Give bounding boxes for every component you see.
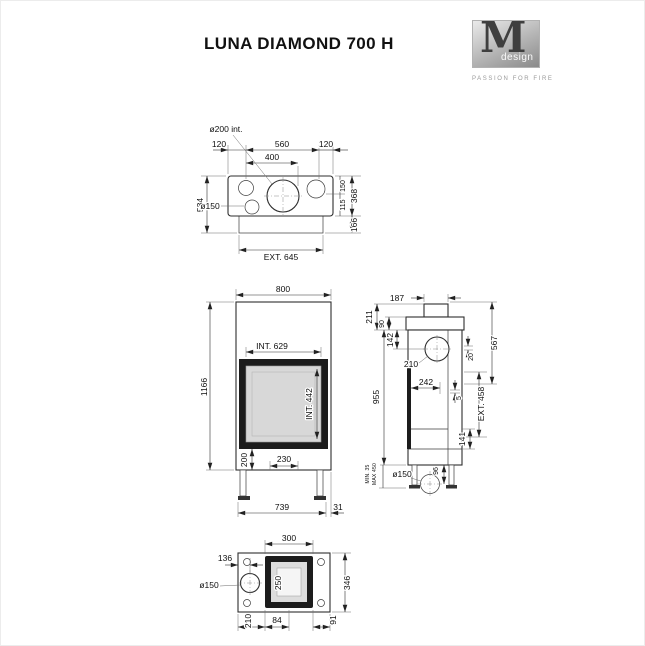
bottom-view: 300 136 ø150 250 346 210 84 91 [198, 532, 353, 631]
top-view: ø200 int. 120 560 120 400 534 ø150 150 1… [194, 123, 361, 263]
dim-346: 346 [342, 576, 352, 590]
front-view-labels: 800 1166 INT. 629 INT. 442 200 230 739 3… [198, 283, 344, 513]
top-view-outline [227, 175, 334, 234]
dim-int-629: INT. 629 [256, 341, 288, 351]
dim-flue-210: 210 [404, 359, 418, 369]
dim-534: 534 [195, 198, 205, 212]
top-view-dimension-lines [201, 134, 361, 254]
front-leg-right [316, 469, 324, 497]
top-base-plate [238, 215, 324, 234]
side-leg-front [411, 464, 418, 486]
dim-567: 567 [489, 336, 499, 350]
dim-84: 84 [272, 615, 282, 625]
product-title: LUNA DIAMOND 700 H [204, 34, 394, 53]
dim-20: 20 [468, 353, 475, 361]
dim-230: 230 [277, 454, 291, 464]
flue-collar [423, 303, 449, 318]
dim-800: 800 [276, 284, 290, 294]
front-leg-left [239, 469, 247, 497]
dim-136: 136 [218, 553, 232, 563]
dim-200: 200 [239, 453, 249, 467]
dim-150: 150 [340, 180, 347, 192]
side-view-labels: 187 211 90 142 567 20 210 955 242 5 EXT.… [363, 292, 500, 486]
bottom-view-labels: 300 136 ø150 250 346 210 84 91 [198, 532, 353, 629]
bottom-hole-bl [243, 599, 251, 607]
bottom-opening-inner [276, 567, 302, 597]
top-view-labels: ø200 int. 120 560 120 400 534 ø150 150 1… [194, 123, 360, 263]
logo-letter-m: M [480, 13, 527, 62]
bottom-view-dimension-lines [219, 540, 351, 631]
dim-5: 5 [456, 396, 463, 400]
top-hole-right [306, 179, 326, 199]
front-view: 800 1166 INT. 629 INT. 442 200 230 739 3… [198, 283, 344, 517]
bottom-hole-br [317, 599, 325, 607]
dim-leg-max: MAX 450 [372, 463, 378, 485]
dim-955: 955 [371, 390, 381, 404]
dim-211: 211 [364, 310, 374, 324]
top-plate [405, 316, 465, 331]
bottom-hole-tr [317, 558, 325, 566]
dim-739: 739 [275, 502, 289, 512]
dim-250: 250 [273, 576, 283, 590]
dim-120-left: 120 [212, 139, 226, 149]
dim-242: 242 [419, 377, 433, 387]
glass-profile [407, 365, 411, 449]
dim-96: 96 [433, 467, 440, 475]
dim-leg-min: MIN. 35 [365, 465, 371, 484]
dim-ext-645: EXT. 645 [264, 252, 299, 262]
side-view: 187 211 90 142 567 20 210 955 242 5 EXT.… [363, 292, 500, 497]
bottom-hole-tl [243, 558, 251, 566]
dim-91: 91 [328, 615, 338, 625]
dim-560: 560 [275, 139, 289, 149]
dim-166: 166 [349, 218, 359, 232]
dim-300: 300 [282, 533, 296, 543]
dim-air-dia-150-side: ø150 [392, 469, 412, 479]
bottom-view-outline [237, 552, 331, 613]
dim-115: 115 [340, 199, 347, 210]
brand-logo: M design PASSION FOR FIRE [472, 13, 554, 82]
door-glass [245, 365, 322, 443]
front-view-outline [235, 301, 332, 500]
side-foot-front [409, 485, 420, 489]
dim-1166: 1166 [199, 378, 209, 397]
dim-31: 31 [333, 502, 343, 512]
front-foot-left [238, 496, 250, 500]
side-view-outline [405, 303, 465, 497]
dim-air-dia-150: ø150 [200, 201, 220, 211]
top-hole-left-upper [238, 180, 254, 196]
side-foot-rear [446, 485, 457, 489]
side-leg-rear [448, 464, 455, 486]
dim-187: 187 [390, 293, 404, 303]
front-foot-right [314, 496, 326, 500]
dim-210: 210 [243, 614, 253, 628]
logo-wordmark: design [501, 52, 534, 63]
top-hole-left-lower [244, 199, 260, 215]
dim-flue-dia-200: ø200 int. [209, 124, 242, 134]
dim-int-442: INT. 442 [304, 388, 314, 420]
logo-tagline: PASSION FOR FIRE [472, 76, 554, 82]
dim-400: 400 [265, 152, 279, 162]
dim-368: 368 [349, 189, 359, 203]
side-view-dimension-lines [374, 294, 497, 489]
dim-ext-458: EXT. 458 [476, 386, 486, 421]
dim-141: 141 [457, 432, 467, 446]
front-view-dimension-lines [206, 289, 344, 517]
dim-142: 142 [385, 333, 395, 347]
dim-90: 90 [379, 320, 386, 328]
dim-120-right: 120 [319, 139, 333, 149]
dim-air-dia-150-bottom: ø150 [199, 580, 219, 590]
logo-box: M design [472, 13, 540, 68]
